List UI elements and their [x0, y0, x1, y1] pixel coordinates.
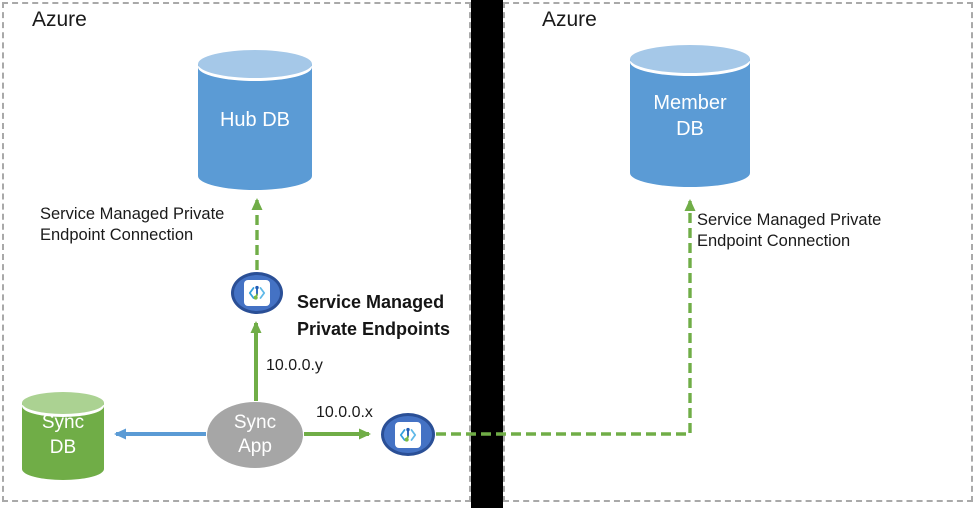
cylinder-body [630, 59, 750, 187]
private-endpoint-member [381, 413, 435, 456]
member-db-label: Member DB [653, 92, 727, 140]
network-boundary-divider [471, 0, 503, 508]
ip-label-y: 10.0.0.y [266, 357, 323, 374]
cylinder-body [198, 64, 312, 190]
private-endpoint-hub [231, 272, 283, 314]
cylinder-top [22, 392, 104, 414]
private-endpoint-icon [395, 421, 421, 448]
hub-db-label: Hub DB [219, 109, 291, 131]
private-endpoint-icon [244, 280, 270, 306]
hub-connection-label: Service Managed Private Endpoint Connect… [40, 205, 225, 244]
hub-db-cylinder: Hub DB [198, 50, 312, 190]
member-connection-label: Service Managed Private Endpoint Connect… [697, 211, 882, 250]
sync-db-label: Sync DB [41, 412, 85, 458]
cylinder-top [198, 50, 312, 78]
cylinder-top [630, 45, 750, 73]
region-title-right: Azure [542, 8, 597, 31]
cylinder-body [22, 403, 104, 480]
sync-app-node: Sync App [207, 402, 303, 468]
service-managed-private-endpoints-heading: Service Managed Private Endpoints [297, 292, 451, 339]
member-db-cylinder: Member DB [630, 45, 750, 187]
sync-db-cylinder: Sync DB [22, 392, 104, 480]
region-title-left: Azure [32, 8, 87, 31]
ip-label-x: 10.0.0.x [316, 404, 373, 421]
